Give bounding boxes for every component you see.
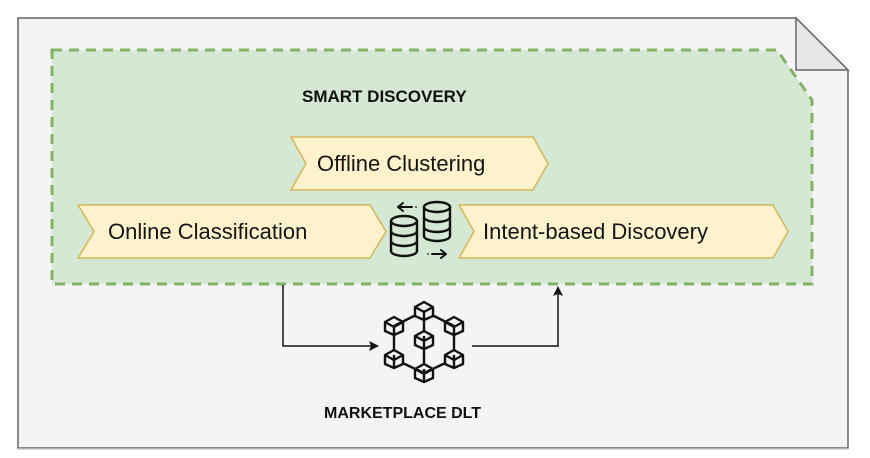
- edge-online-to-dlt: [282, 285, 379, 351]
- chain-block: [383, 348, 405, 370]
- marketplace-title: MARKETPLACE DLT: [324, 405, 482, 422]
- step-online-label: Online Classification: [108, 219, 308, 244]
- folded-corner: [795, 16, 850, 71]
- chain-block: [443, 348, 465, 370]
- chain-block: [413, 329, 435, 351]
- database-sync-icon: [389, 200, 452, 259]
- chain-block: [443, 315, 465, 337]
- step-offline-label: Offline Clustering: [317, 151, 486, 176]
- step-intent-label: Intent-based Discovery: [483, 219, 708, 244]
- chain-block: [413, 362, 435, 384]
- step-offline-clustering[interactable]: [289, 136, 549, 191]
- chain-block: [383, 315, 405, 337]
- step-online-classification[interactable]: [76, 204, 387, 259]
- blockchain-network-icon: [383, 300, 465, 384]
- smart-discovery-title: SMART DISCOVERY: [302, 87, 467, 106]
- step-intent-based-discovery[interactable]: [457, 204, 789, 259]
- chain-block: [413, 300, 435, 322]
- edge-dlt-to-intent: [472, 286, 563, 347]
